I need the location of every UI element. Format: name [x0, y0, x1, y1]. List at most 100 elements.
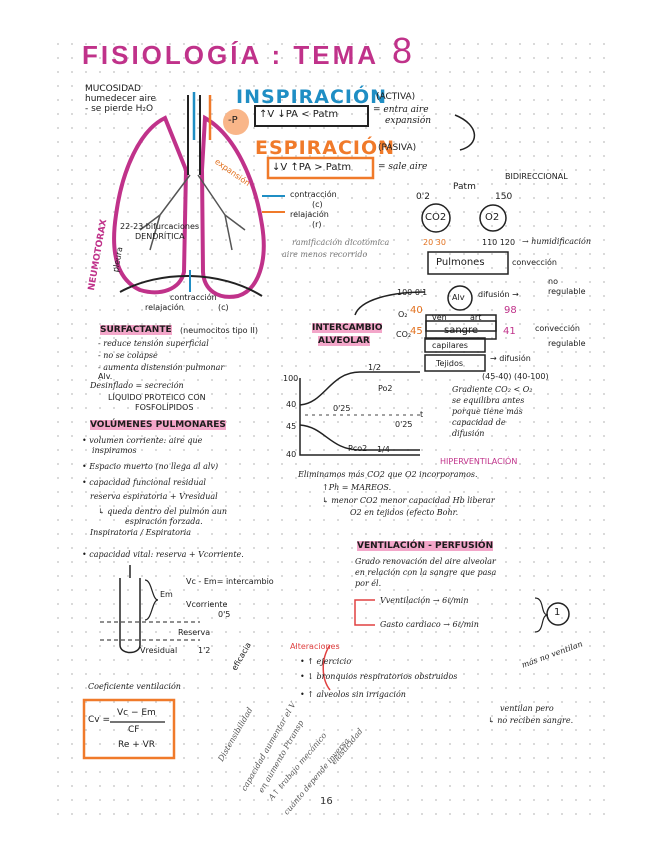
gradiente-line-2: se equilibra antes	[452, 396, 525, 405]
humidificacion-label: → humidificación	[522, 237, 591, 246]
brace-em	[144, 579, 159, 621]
po2-curve	[299, 371, 420, 406]
o2-sub-left: O₂	[398, 310, 408, 319]
page-number: 16	[320, 796, 333, 807]
diagram-val-12: 1'2	[198, 646, 211, 655]
alteraciones-ventilan: ventilan pero	[500, 704, 554, 713]
volume-lines	[100, 621, 200, 641]
regulable-label: regulable	[548, 339, 586, 348]
difusion-label: difusión →	[478, 290, 519, 299]
label-dendritica: DENDRÍTICA	[135, 232, 185, 241]
eliminamos-text: Eliminamos más CO2 que O2 incorporamos.	[298, 470, 478, 479]
minus-p-label: -P	[228, 115, 238, 126]
co2-label: CO2	[425, 212, 447, 223]
conveccion2-label: convección	[535, 324, 581, 333]
menor-co2-line-1: ↳ menor CO2 menor capacidad Hb liberar	[322, 496, 495, 505]
o2-98: 98	[504, 305, 517, 316]
label-bifurcaciones: 22-23 bifurcaciones	[120, 222, 200, 231]
o2-40: 40	[410, 305, 423, 316]
espiracion-box-text: ↓V ↑PA > Patm	[272, 162, 352, 173]
esp-box	[266, 156, 375, 180]
volumenes-item-9: • capacidad vital: reserva + Vcorriente.	[82, 550, 244, 559]
graph-t025a: 0'25	[333, 404, 351, 413]
patm-label: Patm	[453, 182, 476, 192]
graph-ytick-45: 45	[286, 422, 297, 431]
menor-co2-line-2: O2 en tejidos (efecto Bohr.	[350, 508, 459, 517]
tejidos-label: Tejidos	[436, 359, 464, 368]
values-100-01: 100 0'1	[397, 288, 428, 297]
graph-half: 1/2	[368, 363, 381, 372]
no-regulable-2: regulable	[548, 287, 586, 296]
minus-p-circle	[223, 109, 249, 135]
formula-numerator: Vc − Em	[117, 708, 156, 718]
graph-quarter: 1/4	[377, 445, 390, 454]
bidireccional-label: BIDIRECCIONAL	[505, 172, 568, 181]
volume-cylinder	[119, 578, 141, 654]
co2-41: 41	[503, 326, 516, 337]
patm-o2-left: 0'2	[416, 192, 430, 202]
graph-t-label: t	[420, 410, 424, 419]
volumenes-item-8: Inspiratoria / Espiratoria	[90, 528, 192, 537]
formula-cv: Cv =	[88, 715, 111, 725]
espiracion-note: (PASIVA)	[378, 143, 417, 153]
alt-arrow	[322, 644, 331, 691]
graph-ytick-100: 100	[283, 374, 299, 383]
volumenes-item-3: • Espacio muerto (no llega al alv)	[82, 462, 219, 471]
no-regulable-1: no	[548, 277, 558, 286]
vp-brace	[534, 597, 549, 633]
inspiracion-note: (ACTIVA)	[376, 92, 416, 102]
page-title-number: 8	[392, 30, 413, 71]
lung-right	[199, 114, 266, 299]
o2-circle	[479, 204, 507, 232]
gradiente-line-5: difusión	[452, 429, 485, 438]
tissue-values: (45-40) (40-100)	[482, 372, 549, 381]
vp-circle-one	[546, 602, 570, 626]
ventilacion-one: 1	[554, 607, 561, 618]
volumenes-item-2: inspiramos	[92, 446, 137, 455]
vp-arrow	[354, 599, 375, 626]
formula-den1: CF	[128, 725, 140, 735]
alteraciones-no-reciben: ↳ no reciben sangre.	[488, 716, 574, 725]
diagram-reserva: Reserva	[178, 628, 211, 637]
ph-text: ↑Ph = MAREOS.	[322, 483, 392, 492]
diagram-val-05: 0'5	[218, 610, 231, 619]
mucosidad-line-2: humedecer aire	[85, 94, 157, 104]
page-title: FISIOLOGÍA : TEMA	[82, 40, 380, 70]
conveccion-label: convección	[512, 258, 558, 267]
hiperventilacion-heading: HIPERVENTILACIÓN	[440, 457, 518, 466]
left-curve-arrow	[354, 291, 426, 316]
alv-circle	[447, 285, 473, 311]
label-relajacion: relajación	[290, 210, 329, 219]
art-label: art	[470, 313, 482, 322]
label-c2: (c)	[218, 303, 229, 312]
sangre-box	[425, 320, 497, 340]
graph-po2: Po2	[378, 384, 393, 393]
espiracion-result: = sale aire	[378, 162, 428, 172]
gradiente-line-1: Gradiente CO₂ < O₂	[452, 385, 533, 394]
surfactante-item-3: - aumenta distensión pulmonar	[98, 363, 225, 372]
graph-ytick-40a: 40	[286, 400, 297, 409]
co2-circle	[421, 203, 451, 233]
diagram-vc-em: Vc - Em= intercambio	[186, 577, 274, 586]
volumenes-item-1: • volumen corriente: aire que	[82, 436, 203, 445]
surfactante-liquido: LÍQUIDO PROTEICO CON	[108, 393, 206, 402]
insp-box	[254, 105, 369, 127]
ventilacion-line-2: en relación con la sangre que pasa	[355, 568, 497, 577]
ramificacion-line-2: aire menos recorrido	[282, 250, 368, 259]
tejidos-box	[424, 354, 486, 372]
label-contraccion-note: (c)	[312, 200, 323, 209]
co2-45: 45	[410, 326, 423, 337]
intercambio-line-2: ALVEOLAR	[318, 336, 370, 346]
volumenes-item-4: • capacidad funcional residual	[82, 478, 206, 487]
surfactante-item-1: - reduce tensión superficial	[98, 339, 209, 348]
sangre-label: sangre	[444, 325, 479, 336]
alteraciones-heading: Alteraciones	[290, 642, 340, 651]
bronchi	[139, 174, 246, 251]
lung-left	[112, 115, 189, 295]
co2-sub-left: CO₂	[396, 330, 412, 339]
graph-ytick-40b: 40	[286, 450, 297, 459]
espiracion-heading: ESPIRACIÓN	[255, 137, 396, 159]
volumenes-heading: VOLÚMENES PULMONARES	[90, 420, 226, 430]
pulmones-label: Pulmones	[436, 257, 485, 268]
